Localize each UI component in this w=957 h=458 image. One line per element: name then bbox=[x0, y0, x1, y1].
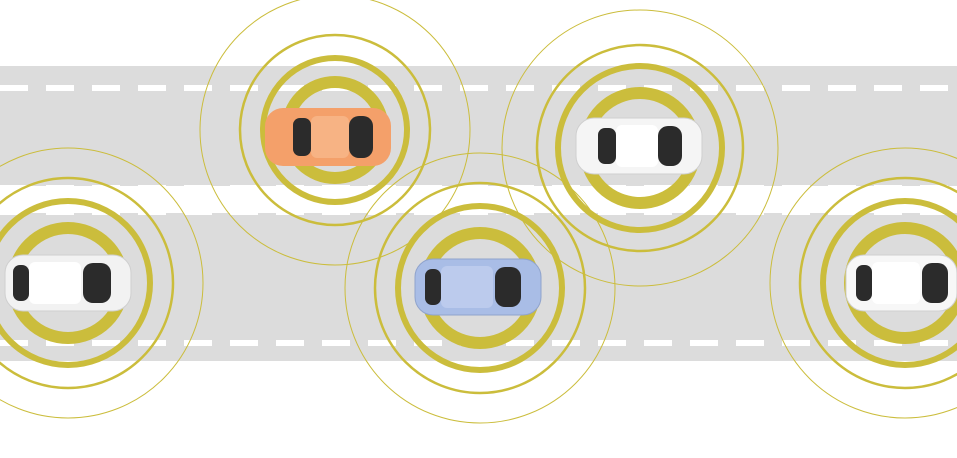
car-windshield bbox=[922, 263, 948, 303]
car-white-left bbox=[4, 254, 132, 312]
car-roof bbox=[872, 262, 920, 304]
car-white-top-right bbox=[575, 117, 703, 175]
car-windshield bbox=[83, 263, 111, 303]
car-windshield bbox=[349, 116, 373, 158]
car-blue bbox=[414, 258, 542, 316]
car-rear-window bbox=[598, 128, 616, 164]
cars bbox=[4, 108, 957, 316]
car-white-right bbox=[845, 254, 957, 312]
car-roof bbox=[29, 262, 81, 304]
car-rear-window bbox=[856, 265, 872, 301]
upper-road bbox=[0, 66, 957, 186]
car-orange bbox=[265, 108, 391, 166]
car-roof bbox=[311, 116, 349, 158]
car-rear-window bbox=[425, 269, 441, 305]
car-windshield bbox=[658, 126, 682, 166]
car-windshield bbox=[495, 267, 521, 307]
car-roof bbox=[616, 125, 658, 167]
car-rear-window bbox=[13, 265, 29, 301]
car-rear-window bbox=[293, 118, 311, 156]
car-roof bbox=[441, 266, 493, 308]
